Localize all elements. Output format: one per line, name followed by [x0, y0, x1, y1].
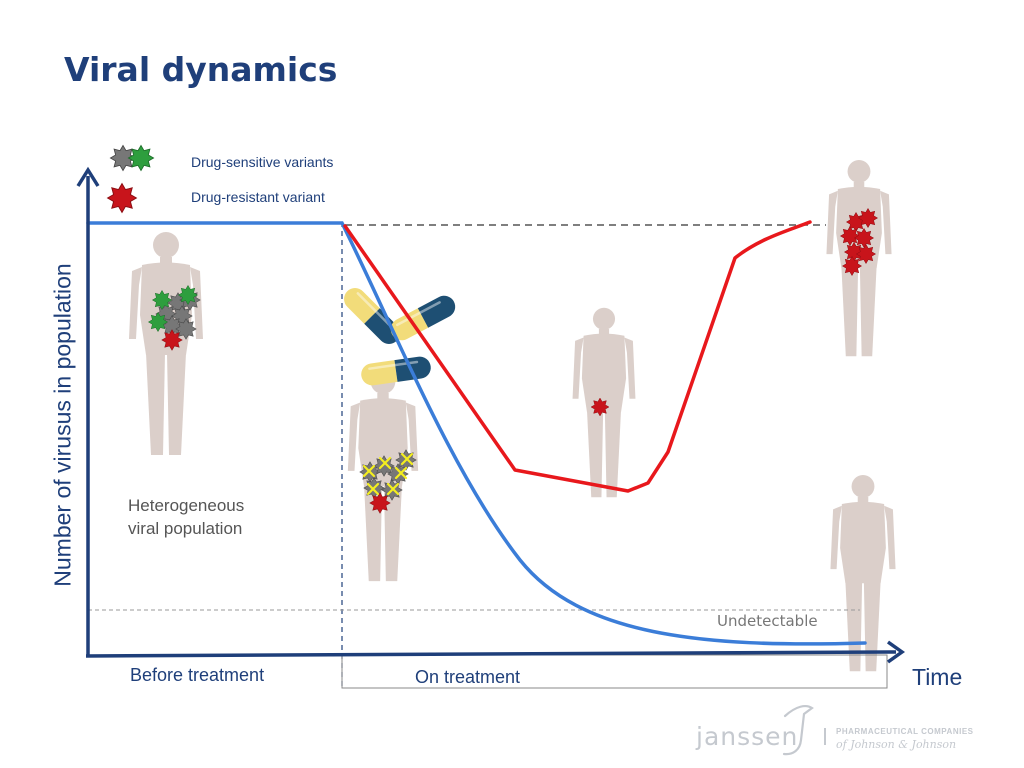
phase-before-label: Before treatment — [130, 665, 265, 685]
x-axis — [85, 650, 897, 658]
pill-icon — [358, 353, 434, 389]
legend-resistant-label: Drug-resistant variant — [191, 189, 325, 205]
logo-separator — [824, 728, 826, 745]
x-axis-arrow-icon — [886, 640, 906, 664]
logo-wordmark: janssen — [696, 722, 799, 751]
undetectable-label: Undetectable — [717, 612, 818, 630]
resistant-variant-curve — [343, 220, 812, 493]
legend-sensitive-virus-icon — [109, 144, 155, 172]
y-axis-arrow-icon — [76, 166, 100, 187]
treated-virus-cluster — [359, 449, 417, 514]
remaining-resistant-virus-icon — [590, 397, 610, 417]
y-axis-label: Number of virusus in population — [49, 263, 76, 587]
total-virus-curve — [86, 221, 867, 646]
logo-line-1: PHARMACEUTICAL COMPANIES — [836, 727, 974, 736]
x-axis-label: Time — [912, 664, 963, 690]
drug-mark-icon — [362, 452, 414, 496]
logo-line-2: of Johnson & Johnson — [836, 738, 957, 751]
slide-title: Viral dynamics — [64, 50, 338, 89]
phase-on-label: On treatment — [415, 667, 521, 687]
treatment-pills — [338, 282, 461, 389]
person-early-treatment-icon — [347, 369, 419, 582]
heterogeneous-note: Heterogeneous viral population — [128, 496, 245, 538]
legend-sensitive-label: Drug-sensitive variants — [191, 154, 334, 170]
legend-resistant-virus-icon — [106, 183, 137, 213]
janssen-logo-icon — [782, 705, 814, 756]
